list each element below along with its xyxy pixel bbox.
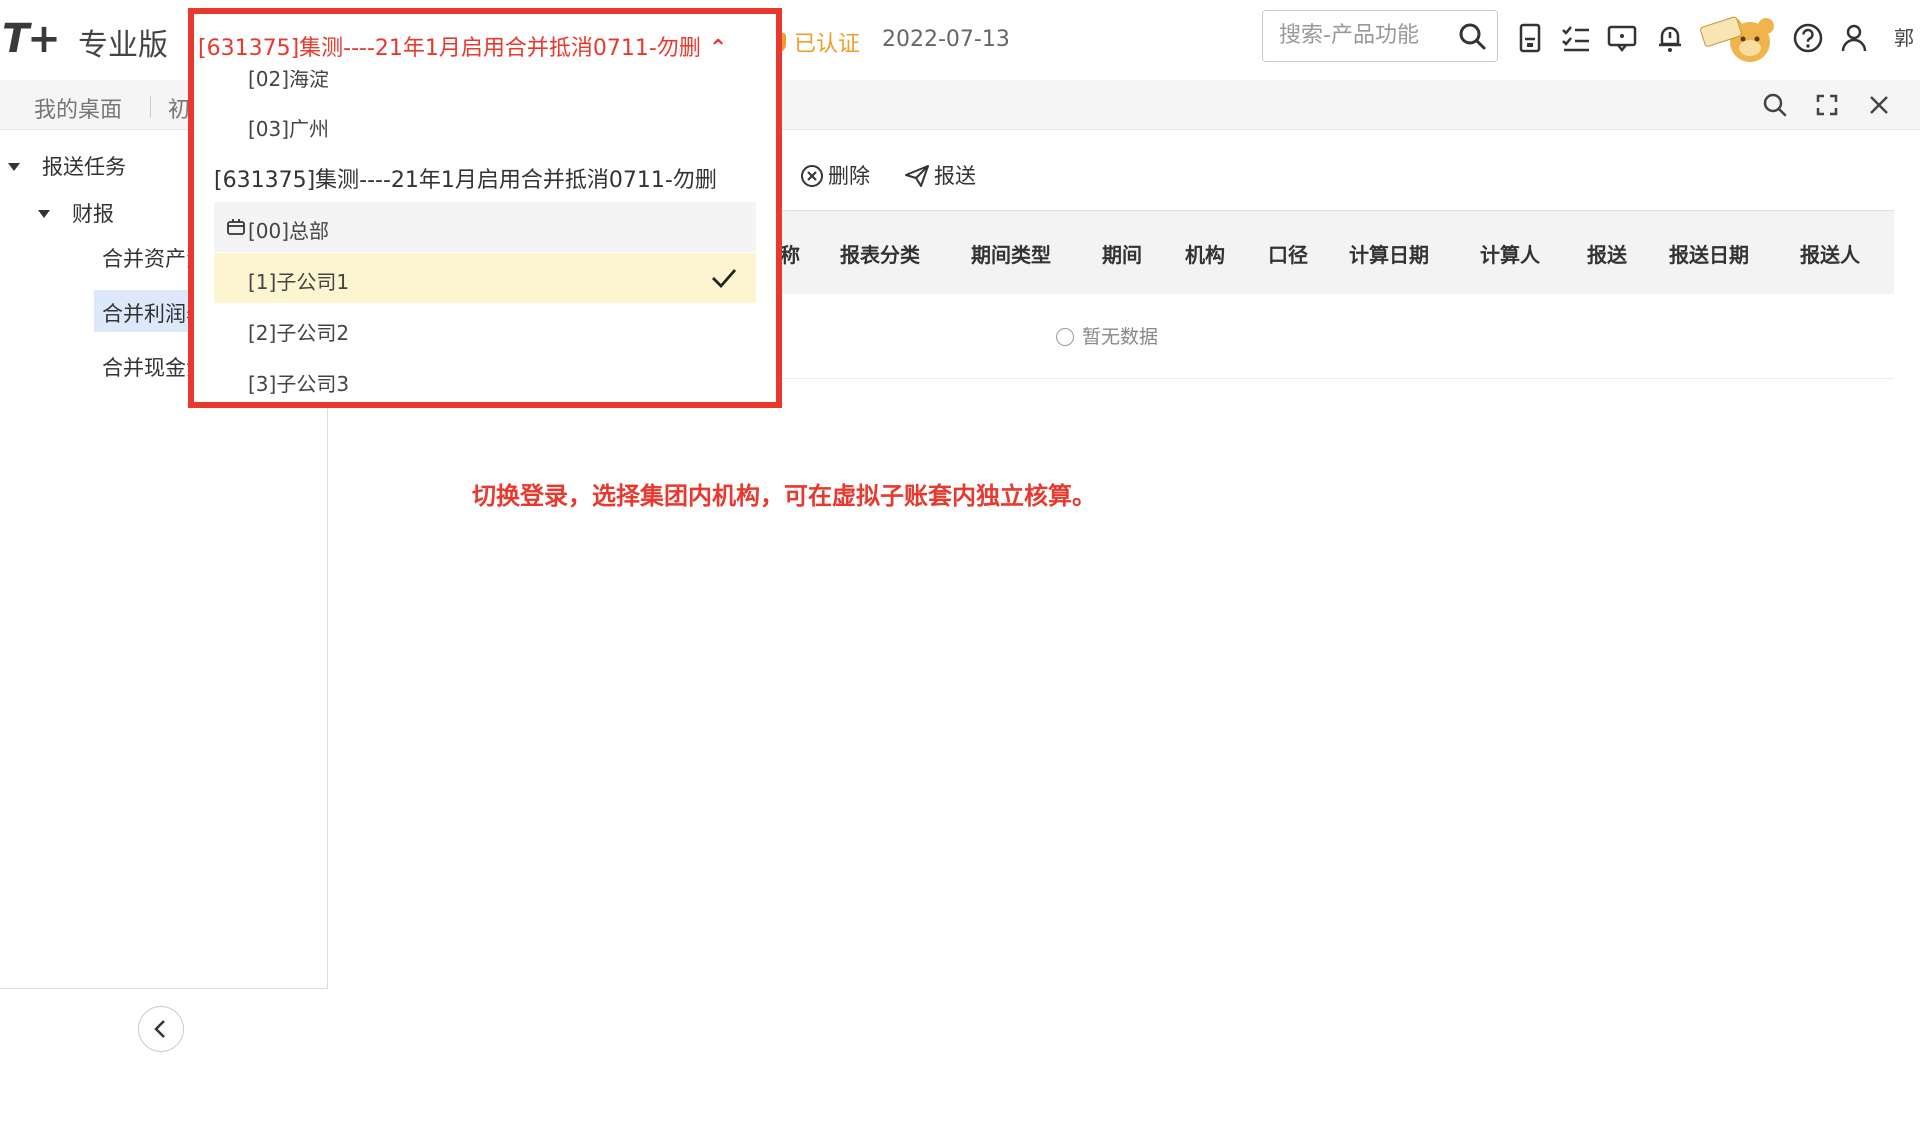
org-item-headquarters[interactable]: [00]总部 (214, 202, 756, 252)
tree-leaf-balance-sheet[interactable]: 合并资产负债表 (102, 247, 194, 271)
tree-node-label: 报送任务 (42, 155, 126, 179)
tab-divider (150, 96, 151, 118)
mascot-icon (1700, 16, 1774, 62)
message-screen-icon[interactable] (1606, 22, 1638, 54)
org-item-guangzhou[interactable]: [03]广州 (214, 100, 756, 150)
grid-header: 称 报表分类 期间类型 期间 机构 口径 计算日期 计算人 报送 报送日期 报送… (700, 210, 1894, 294)
org-item-subsidiary-1[interactable]: [1]子公司1 (214, 253, 756, 303)
user-name[interactable]: 郭 (1894, 26, 1914, 50)
tab-my-desktop[interactable]: 我的桌面 (34, 98, 123, 123)
col-scope[interactable]: 口径 (1268, 243, 1308, 267)
report-tree-panel: 报送任务 财报 合并资产负债表 合并利润表 合并现金流量表 (0, 131, 328, 989)
help-icon[interactable] (1792, 22, 1824, 54)
tree-node-label: 财报 (72, 202, 114, 226)
org-item-label: [00]总部 (248, 219, 330, 243)
submit-label: 报送 (934, 164, 976, 188)
tree-node-report-tasks[interactable]: 报送任务 (8, 151, 126, 181)
tab-second[interactable]: 初 (168, 98, 191, 123)
col-period[interactable]: 期间 (1102, 243, 1142, 267)
search-box (1262, 10, 1498, 62)
org-item-haidian[interactable]: [02]海淀 (214, 70, 756, 100)
col-submit[interactable]: 报送 (1587, 243, 1627, 267)
delete-button[interactable]: 删除 (800, 160, 870, 190)
user-icon[interactable] (1838, 22, 1870, 54)
empty-text: 暂无数据 (1082, 326, 1159, 348)
col-period-type[interactable]: 期间类型 (971, 243, 1051, 267)
tab-search-icon[interactable] (1758, 88, 1792, 122)
account-org-dropdown: [02]海淀 [03]广州 [631375]集测----21年1月启用合并抵消0… (188, 8, 782, 408)
system-date: 2022-07-13 (882, 27, 1010, 52)
caret-down-icon (38, 210, 50, 218)
building-icon (227, 219, 245, 235)
chevron-up-icon: ⌃ (708, 36, 728, 61)
org-item-subsidiary-3[interactable]: [3]子公司3 (214, 355, 756, 402)
task-list-icon[interactable] (1560, 22, 1592, 54)
tree-leaf-cash-flow[interactable]: 合并现金流量表 (102, 356, 194, 380)
collapse-panel-button[interactable] (138, 1006, 184, 1052)
col-report-category[interactable]: 报表分类 (840, 243, 920, 267)
submit-button[interactable]: 报送 (904, 160, 976, 190)
delete-label: 删除 (828, 164, 870, 188)
calculator-icon[interactable] (1514, 22, 1546, 54)
send-plane-icon (905, 165, 929, 187)
chevron-left-icon (154, 1020, 165, 1038)
org-item-subsidiary-2[interactable]: [2]子公司2 (214, 304, 756, 354)
tree-leaf-income-statement[interactable]: 合并利润表 (94, 290, 194, 332)
tree-node-financial[interactable]: 财报 (38, 198, 114, 228)
logo-text: T+ (2, 16, 61, 62)
search-icon[interactable] (1457, 21, 1487, 51)
checkmark-icon (712, 269, 737, 289)
col-calc-date[interactable]: 计算日期 (1349, 243, 1429, 267)
account-group-item[interactable]: [631375]集测----21年1月启用合并抵消0711-勿删 (214, 150, 756, 200)
org-item-label: [1]子公司1 (248, 270, 350, 294)
col-org[interactable]: 机构 (1185, 243, 1225, 267)
col-submitter[interactable]: 报送人 (1800, 243, 1860, 267)
edition-label: 专业版 (78, 28, 168, 63)
empty-state: 暂无数据 (1056, 322, 1158, 349)
close-icon[interactable] (1862, 88, 1896, 122)
notification-bell-icon[interactable] (1654, 22, 1686, 54)
col-submit-date[interactable]: 报送日期 (1669, 243, 1749, 267)
delete-circle-icon (801, 165, 823, 187)
caret-down-icon (8, 163, 20, 171)
dropdown-header-label: [631375]集测----21年1月启用合并抵消0711-勿删 (198, 36, 701, 61)
fullscreen-icon[interactable] (1810, 88, 1844, 122)
group-label: [631375]集测----21年1月启用合并抵消0711-勿删 (214, 168, 717, 193)
product-logo: T+ (2, 16, 61, 62)
col-calc-user[interactable]: 计算人 (1480, 243, 1540, 267)
org-item-label: [3]子公司3 (248, 372, 350, 396)
search-input[interactable] (1263, 11, 1443, 59)
dropdown-list: [02]海淀 [03]广州 [631375]集测----21年1月启用合并抵消0… (194, 70, 776, 402)
customer-service-mascot[interactable] (1700, 12, 1776, 64)
grid-divider (700, 378, 1894, 379)
certified-label: 已认证 (794, 32, 861, 57)
dropdown-header[interactable]: [631375]集测----21年1月启用合并抵消0711-勿删 ⌃ (198, 30, 727, 62)
org-item-label: [02]海淀 (248, 70, 330, 91)
annotation-note: 切换登录，选择集团内机构，可在虚拟子账套内独立核算。 (472, 482, 1096, 510)
sad-face-icon (1056, 328, 1074, 346)
org-item-label: [2]子公司2 (248, 321, 350, 345)
org-item-label: [03]广州 (248, 117, 330, 141)
col-name[interactable]: 称 (780, 243, 800, 267)
